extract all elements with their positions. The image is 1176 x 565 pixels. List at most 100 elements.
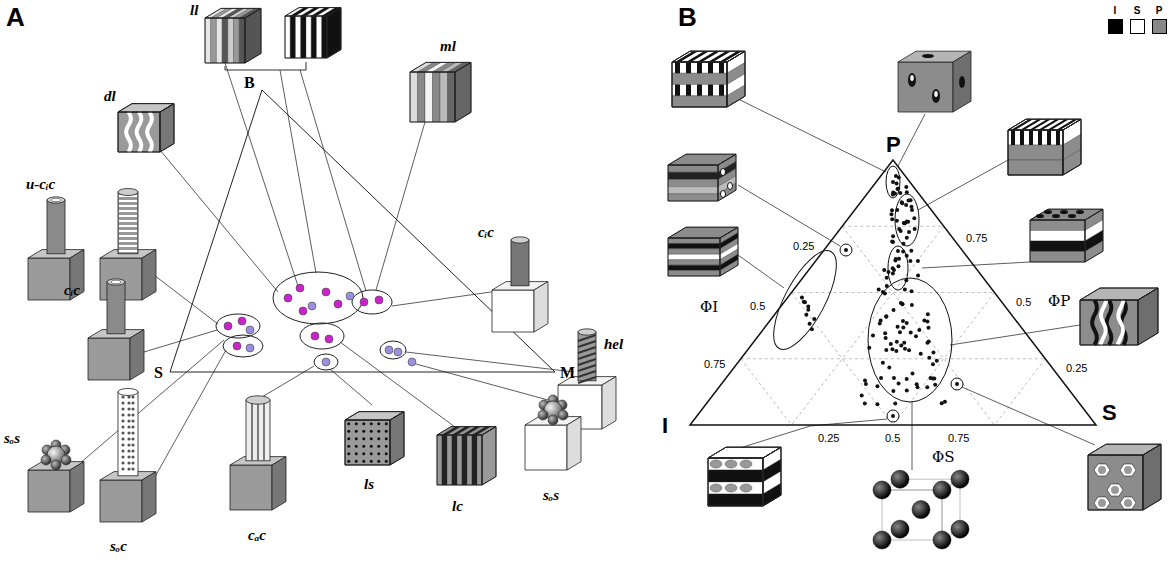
morphology-cube <box>47 197 65 203</box>
tick-value: 0.25 <box>818 432 839 444</box>
morphology-cube <box>362 460 365 463</box>
morphology-cube <box>251 402 253 461</box>
morphology-cube <box>147 112 152 152</box>
morphology-cube <box>668 187 718 194</box>
morphology-cube <box>725 484 737 492</box>
morphology-cube <box>285 16 327 58</box>
morphology-cube <box>377 430 380 433</box>
data-point <box>860 394 864 398</box>
morphology-label: u-cᵢc <box>26 176 55 193</box>
morphology-cube <box>127 425 130 428</box>
data-point <box>891 234 895 238</box>
data-point <box>897 381 901 385</box>
data-point <box>895 340 899 344</box>
morphology-cube <box>672 51 745 62</box>
morphology-cube <box>100 480 142 522</box>
morphology-cube <box>697 51 720 62</box>
morphology-cube <box>327 8 341 58</box>
morphology-cube <box>355 460 358 463</box>
morphology-cube <box>720 260 738 276</box>
morphology-cube <box>708 482 763 494</box>
morphology-cube <box>672 62 727 107</box>
morphology-cube <box>410 72 418 122</box>
morphology-cube <box>119 205 137 207</box>
morphology-cube <box>127 407 130 410</box>
morphology-cube <box>160 104 174 152</box>
morphology-cube <box>107 282 125 334</box>
phase-region <box>762 242 849 358</box>
morphology-cube <box>686 51 709 62</box>
data-point <box>908 259 912 263</box>
morphology-label: sₒc <box>110 538 127 555</box>
morphology-cube <box>131 443 134 446</box>
morphology-cube <box>578 365 596 371</box>
morphology-cube <box>433 72 441 122</box>
vertex-label: I <box>662 413 668 439</box>
morphology-cube <box>246 400 270 461</box>
morphology-cube <box>390 412 404 465</box>
morphology-cube <box>130 330 144 380</box>
grid-line <box>792 293 894 426</box>
morphology-cube <box>205 18 211 63</box>
data-point <box>802 300 806 304</box>
morphology-cube <box>362 452 365 455</box>
phase-region <box>868 278 952 402</box>
data-point <box>916 273 920 277</box>
phase-region <box>223 335 263 357</box>
data-point <box>890 240 894 244</box>
morphology-cube <box>492 290 534 332</box>
morphology-cube <box>28 470 70 512</box>
morphology-cube <box>697 85 702 96</box>
morphology-cube <box>1138 288 1158 345</box>
morphology-label: ll <box>190 2 198 19</box>
leader-line <box>730 95 1095 470</box>
morphology-cube <box>725 460 737 468</box>
data-point <box>902 341 906 345</box>
morphology-cube <box>1008 119 1081 130</box>
morphology-cube <box>672 62 727 73</box>
morphology-cube <box>1094 497 1110 509</box>
morphology-cube <box>121 467 124 470</box>
data-point <box>896 249 900 253</box>
data-point <box>910 208 914 212</box>
morphology-cube <box>578 329 596 335</box>
morphology-cube <box>578 335 596 341</box>
morphology-cube <box>672 85 727 96</box>
leader-line <box>262 366 314 397</box>
morphology-cube <box>672 62 727 107</box>
morphology-cube <box>718 154 736 201</box>
data-point <box>891 272 895 276</box>
sphere-lattice <box>891 470 909 488</box>
axis-label: ΦS <box>932 448 955 466</box>
morphology-cube <box>437 435 442 485</box>
morphology-cube <box>51 198 61 202</box>
vertex-label: M <box>560 364 575 382</box>
data-point <box>922 318 926 322</box>
morphology-cube <box>675 85 680 96</box>
morphology-label: ls <box>364 476 374 493</box>
data-point <box>892 268 896 272</box>
data-point <box>238 317 246 325</box>
data-point <box>907 230 911 234</box>
morphology-label: cᵢc <box>478 224 494 241</box>
morphology-cube <box>708 62 713 73</box>
morphology-cube <box>708 494 763 506</box>
data-point <box>907 348 911 352</box>
morphology-cube <box>686 85 691 96</box>
morphology-cube <box>934 91 938 97</box>
morphology-cube <box>1030 241 1085 252</box>
sphere-lattice <box>933 531 951 549</box>
morphology-cube <box>142 250 156 300</box>
morphology-cube <box>710 484 722 492</box>
morphology-cube <box>88 338 130 380</box>
data-point <box>863 402 867 406</box>
morphology-cube <box>246 396 270 404</box>
morphology-cube <box>1088 444 1161 455</box>
morphology-cube <box>1088 455 1143 510</box>
morphology-cube <box>119 200 137 202</box>
morphology-cube <box>121 425 124 428</box>
morphology-cube <box>727 85 745 107</box>
morphology-cube <box>131 425 134 428</box>
data-point <box>896 264 900 268</box>
data-point <box>892 308 896 312</box>
